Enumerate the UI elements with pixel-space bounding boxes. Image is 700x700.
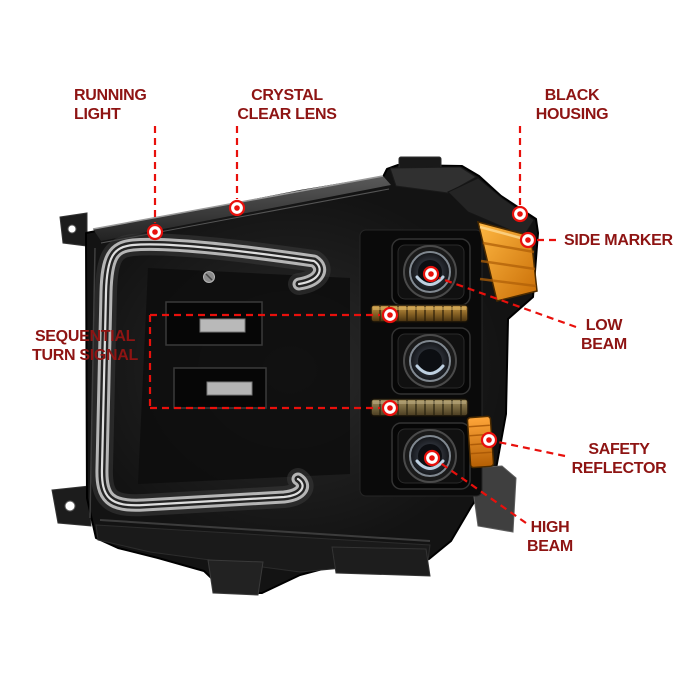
- label-black-housing: BLACK HOUSING: [535, 87, 609, 124]
- marker-running-light: [146, 223, 164, 241]
- safety-reflector-lens: [466, 415, 495, 469]
- label-safety-reflector: SAFETY REFLECTOR: [571, 441, 667, 478]
- mounting-tabs: [51, 212, 92, 527]
- marker-safety-reflector: [480, 431, 498, 449]
- label-running-light: RUNNING LIGHT: [74, 87, 147, 124]
- label-sequential-turn-signal: SEQUENTIAL TURN SIGNAL: [31, 328, 139, 365]
- callout-markers: [146, 199, 537, 467]
- marker-low-beam: [422, 265, 440, 283]
- marker-side-marker: [519, 231, 537, 249]
- drl-light-bar: [90, 233, 331, 517]
- marker-turn-signal-bottom: [381, 399, 399, 417]
- label-crystal-clear-lens: CRYSTAL CLEAR LENS: [237, 87, 337, 124]
- top-bracket: [389, 156, 535, 237]
- label-high-beam: HIGH BEAM: [527, 519, 573, 556]
- label-low-beam: LOW BEAM: [581, 317, 627, 354]
- marker-turn-signal-top: [381, 306, 399, 324]
- label-side-marker: SIDE MARKER: [564, 232, 673, 249]
- projector-middle: [391, 327, 471, 395]
- marker-black-housing: [511, 205, 529, 223]
- housing-cavity: [89, 247, 350, 519]
- marker-crystal-clear-lens: [228, 199, 246, 217]
- callout-lines: [148, 126, 577, 524]
- marker-high-beam: [423, 449, 441, 467]
